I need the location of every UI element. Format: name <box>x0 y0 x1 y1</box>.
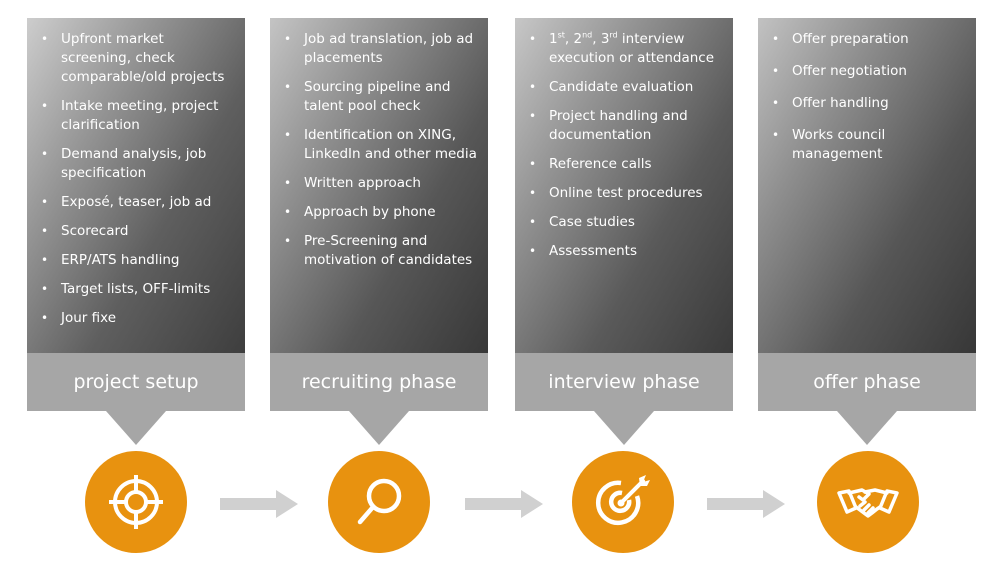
list-item: Offer negotiation <box>772 62 966 81</box>
phase-project-setup: Upfront market screening, check comparab… <box>27 18 245 445</box>
arrow-right-icon <box>465 490 543 518</box>
list-item: ERP/ATS handling <box>41 251 235 270</box>
list-item: Upfront market screening, check comparab… <box>41 30 235 87</box>
phase-label: recruiting phase <box>270 353 488 411</box>
phase-label: offer phase <box>758 353 976 411</box>
pointer-triangle <box>594 411 654 445</box>
list-item: Project handling and documentation <box>529 107 723 145</box>
handshake-icon <box>817 451 919 553</box>
list-item: Offer preparation <box>772 30 966 49</box>
list-item: 1st, 2nd, 3rd interview execution or att… <box>529 30 723 68</box>
dart-target-icon <box>572 451 674 553</box>
list-item: Job ad translation, job ad placements <box>284 30 478 68</box>
list-item: Target lists, OFF-limits <box>41 280 235 299</box>
list-item: Identification on XING, LinkedIn and oth… <box>284 126 478 164</box>
list-item: Intake meeting, project clarification <box>41 97 235 135</box>
phase-panel: 1st, 2nd, 3rd interview execution or att… <box>515 18 733 353</box>
pointer-triangle <box>106 411 166 445</box>
list-item: Assessments <box>529 242 723 261</box>
task-list: 1st, 2nd, 3rd interview execution or att… <box>529 30 723 261</box>
magnifier-icon <box>328 451 430 553</box>
list-item: Candidate evaluation <box>529 78 723 97</box>
list-item: Scorecard <box>41 222 235 241</box>
list-item: Demand analysis, job specification <box>41 145 235 183</box>
task-list: Upfront market screening, check comparab… <box>41 30 235 328</box>
list-item: Exposé, teaser, job ad <box>41 193 235 212</box>
phase-panel: Job ad translation, job ad placements So… <box>270 18 488 353</box>
target-icon <box>85 451 187 553</box>
list-item: Written approach <box>284 174 478 193</box>
phase-panel: Upfront market screening, check comparab… <box>27 18 245 353</box>
list-item: Offer handling <box>772 94 966 113</box>
list-item: Pre-Screening and motivation of candidat… <box>284 232 478 270</box>
phase-offer: Offer preparation Offer negotiation Offe… <box>758 18 976 445</box>
list-item: Online test procedures <box>529 184 723 203</box>
task-list: Offer preparation Offer negotiation Offe… <box>772 30 966 164</box>
pointer-triangle <box>837 411 897 445</box>
phase-label: interview phase <box>515 353 733 411</box>
phase-panel: Offer preparation Offer negotiation Offe… <box>758 18 976 353</box>
list-item: Jour fixe <box>41 309 235 328</box>
list-item: Case studies <box>529 213 723 232</box>
phase-label: project setup <box>27 353 245 411</box>
list-item: Approach by phone <box>284 203 478 222</box>
list-item: Reference calls <box>529 155 723 174</box>
arrow-right-icon <box>707 490 785 518</box>
arrow-right-icon <box>220 490 298 518</box>
phase-interview: 1st, 2nd, 3rd interview execution or att… <box>515 18 733 445</box>
phase-recruiting: Job ad translation, job ad placements So… <box>270 18 488 445</box>
list-item: Sourcing pipeline and talent pool check <box>284 78 478 116</box>
task-list: Job ad translation, job ad placements So… <box>284 30 478 270</box>
pointer-triangle <box>349 411 409 445</box>
list-item: Works council management <box>772 126 966 164</box>
